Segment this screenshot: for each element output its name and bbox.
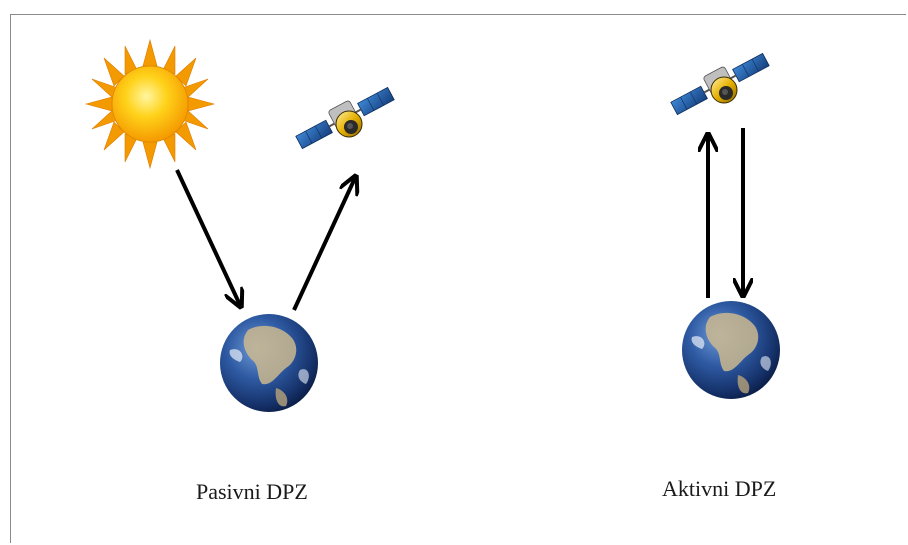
passive-remote-sensing-caption: Pasivni DPZ bbox=[196, 479, 308, 504]
sun-icon bbox=[84, 38, 216, 170]
earth-globe-icon-passive bbox=[220, 314, 318, 412]
active-remote-sensing-caption: Aktivni DPZ bbox=[662, 476, 777, 501]
diagram-frame bbox=[10, 14, 906, 543]
earth-globe-icon-active bbox=[682, 301, 780, 399]
satellite-icon-passive bbox=[294, 86, 396, 150]
satellite-icon-active bbox=[669, 52, 771, 116]
arrow-sun-to-earth bbox=[175, 169, 240, 305]
arrow-earth-to-satellite bbox=[292, 178, 355, 311]
